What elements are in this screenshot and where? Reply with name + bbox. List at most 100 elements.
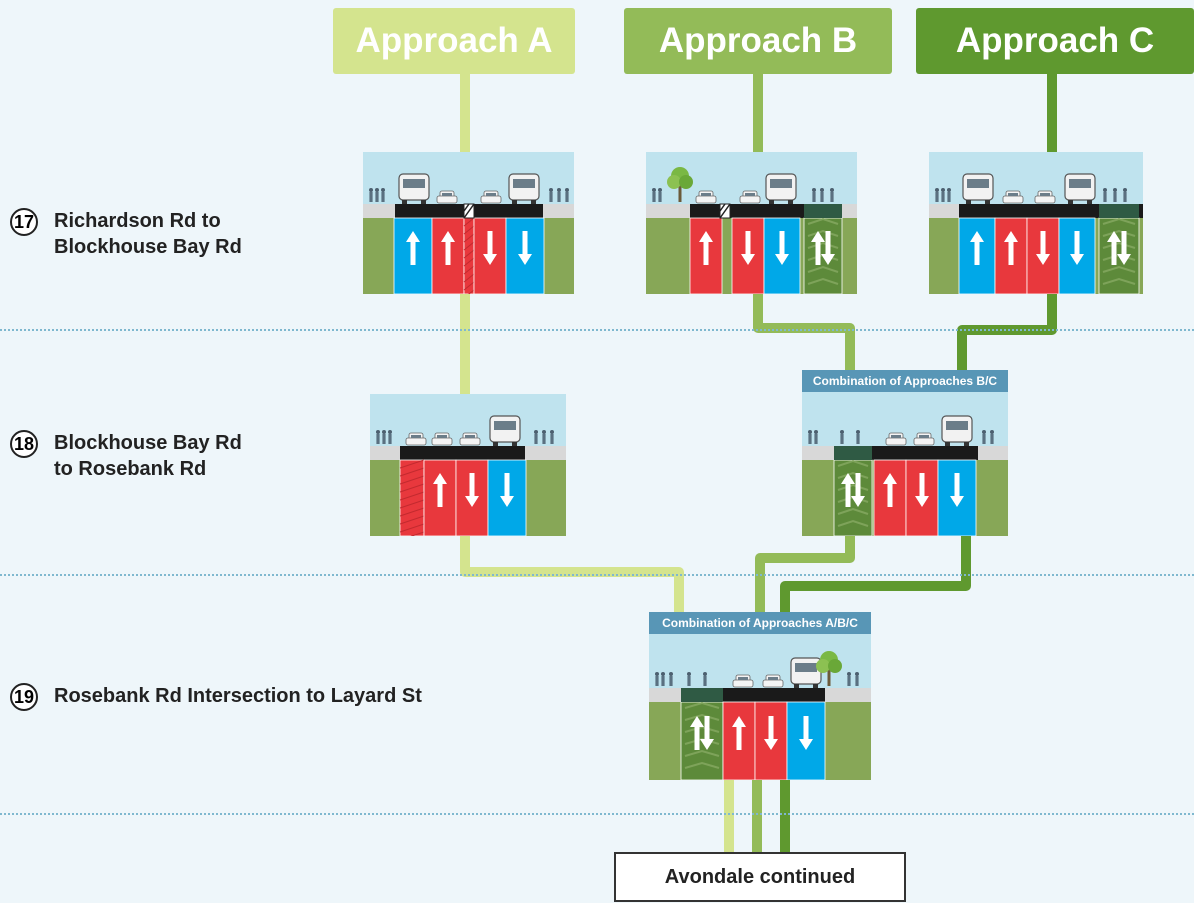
car-icon (480, 190, 502, 204)
pedestrian-icon (990, 430, 994, 444)
combination-bc-label: Combination of Approaches B/C (802, 370, 1008, 392)
pedestrian-icon (550, 430, 554, 444)
pedestrian-icon (855, 672, 859, 686)
pedestrian-icon (534, 430, 538, 444)
pedestrian-icon (941, 188, 945, 202)
bus-icon (508, 173, 540, 204)
arrow-down-icon (915, 473, 929, 507)
arrow-down-icon (1036, 231, 1050, 265)
bus-lane (505, 217, 545, 294)
tree-icon (667, 167, 693, 202)
arrow-up-icon (406, 231, 420, 265)
section-label-line: to Rosebank Rd (54, 458, 207, 480)
pedestrian-icon (830, 188, 834, 202)
pedestrian-icon (840, 430, 844, 444)
tree-icon (816, 651, 842, 686)
bus-icon (398, 173, 430, 204)
approach-a-line (460, 536, 684, 612)
approach-b-line (755, 536, 855, 612)
arrow-up-icon (441, 231, 455, 265)
general-traffic-lane (473, 217, 507, 294)
section-divider (0, 574, 1194, 576)
pedestrian-icon (388, 430, 392, 444)
car-icon (459, 432, 481, 446)
car-icon (431, 432, 453, 446)
bus-icon (489, 415, 521, 446)
general-traffic-lane (731, 217, 765, 294)
pedestrian-icon (812, 188, 816, 202)
pedestrian-icon (557, 188, 561, 202)
pedestrian-icon (655, 672, 659, 686)
pedestrian-icon (542, 430, 546, 444)
sky (802, 392, 1008, 446)
car-icon (913, 432, 935, 446)
pedestrian-icon (856, 430, 860, 444)
pedestrian-icon (814, 430, 818, 444)
bus-lane (487, 459, 527, 536)
arrow-down-icon (775, 231, 789, 265)
car-icon (1002, 190, 1024, 204)
bus-lane (786, 701, 826, 780)
section-18: 18 Blockhouse Bay Rd to Rosebank Rd (10, 430, 242, 482)
arrow-down-icon (465, 473, 479, 507)
general-traffic-lane (754, 701, 788, 780)
pedestrian-icon (669, 672, 673, 686)
pedestrian-icon (1123, 188, 1127, 202)
general-traffic-lane (689, 217, 723, 294)
cross-section-17-approach-b (646, 152, 857, 294)
arrow-down-icon (741, 231, 755, 265)
section-number-badge: 17 (10, 208, 38, 236)
general-traffic-lane (423, 459, 457, 536)
pedestrian-icon (658, 188, 662, 202)
car-icon (739, 190, 761, 204)
bus-lane (1058, 217, 1096, 294)
pedestrian-icon (1103, 188, 1107, 202)
road-surface (959, 204, 1143, 218)
pedestrian-icon (982, 430, 986, 444)
approach-c-header: Approach C (916, 8, 1194, 74)
median-marker (463, 203, 475, 219)
arrow-down-icon (1070, 231, 1084, 265)
section-19: 19 Rosebank Rd Intersection to Layard St (10, 683, 422, 711)
section-label-line: Blockhouse Bay Rd (54, 236, 242, 258)
section-label: Richardson Rd to Blockhouse Bay Rd (54, 208, 242, 260)
pedestrian-icon (847, 672, 851, 686)
general-traffic-lane (873, 459, 907, 536)
approach-b-header: Approach B (624, 8, 892, 74)
arrow-up-icon (883, 473, 897, 507)
bus-icon (1064, 173, 1096, 204)
cross-section-17-approach-c (929, 152, 1143, 294)
combination-abc-label: Combination of Approaches A/B/C (649, 612, 871, 634)
pedestrian-icon (381, 188, 385, 202)
arrow-up-icon (732, 716, 746, 750)
section-label: Blockhouse Bay Rd to Rosebank Rd (54, 430, 242, 482)
pedestrian-icon (808, 430, 812, 444)
two-way-arrow-icon (841, 473, 865, 507)
sky (363, 152, 574, 204)
car-icon (885, 432, 907, 446)
bus-lane (958, 217, 996, 294)
bus-lane (763, 217, 801, 294)
arrow-up-icon (970, 231, 984, 265)
pedestrian-icon (652, 188, 656, 202)
arrow-up-icon (433, 473, 447, 507)
section-label-line: Rosebank Rd Intersection to Layard St (54, 685, 422, 707)
bus-lane (937, 459, 977, 536)
bus-icon (962, 173, 994, 204)
approach-a-header: Approach A (333, 8, 575, 74)
section-label-line: Blockhouse Bay Rd (54, 432, 242, 454)
arrow-up-icon (699, 231, 713, 265)
general-traffic-lane (431, 217, 465, 294)
section-label: Rosebank Rd Intersection to Layard St (54, 683, 422, 709)
section-divider (0, 329, 1194, 331)
two-way-arrow-icon (690, 716, 714, 750)
road-surface (400, 446, 525, 460)
bus-lane (393, 217, 433, 294)
pedestrian-icon (820, 188, 824, 202)
arrow-down-icon (500, 473, 514, 507)
bus-icon (765, 173, 797, 204)
pedestrian-icon (1113, 188, 1117, 202)
pedestrian-icon (369, 188, 373, 202)
two-way-arrow-icon (1107, 231, 1131, 265)
pedestrian-icon (382, 430, 386, 444)
